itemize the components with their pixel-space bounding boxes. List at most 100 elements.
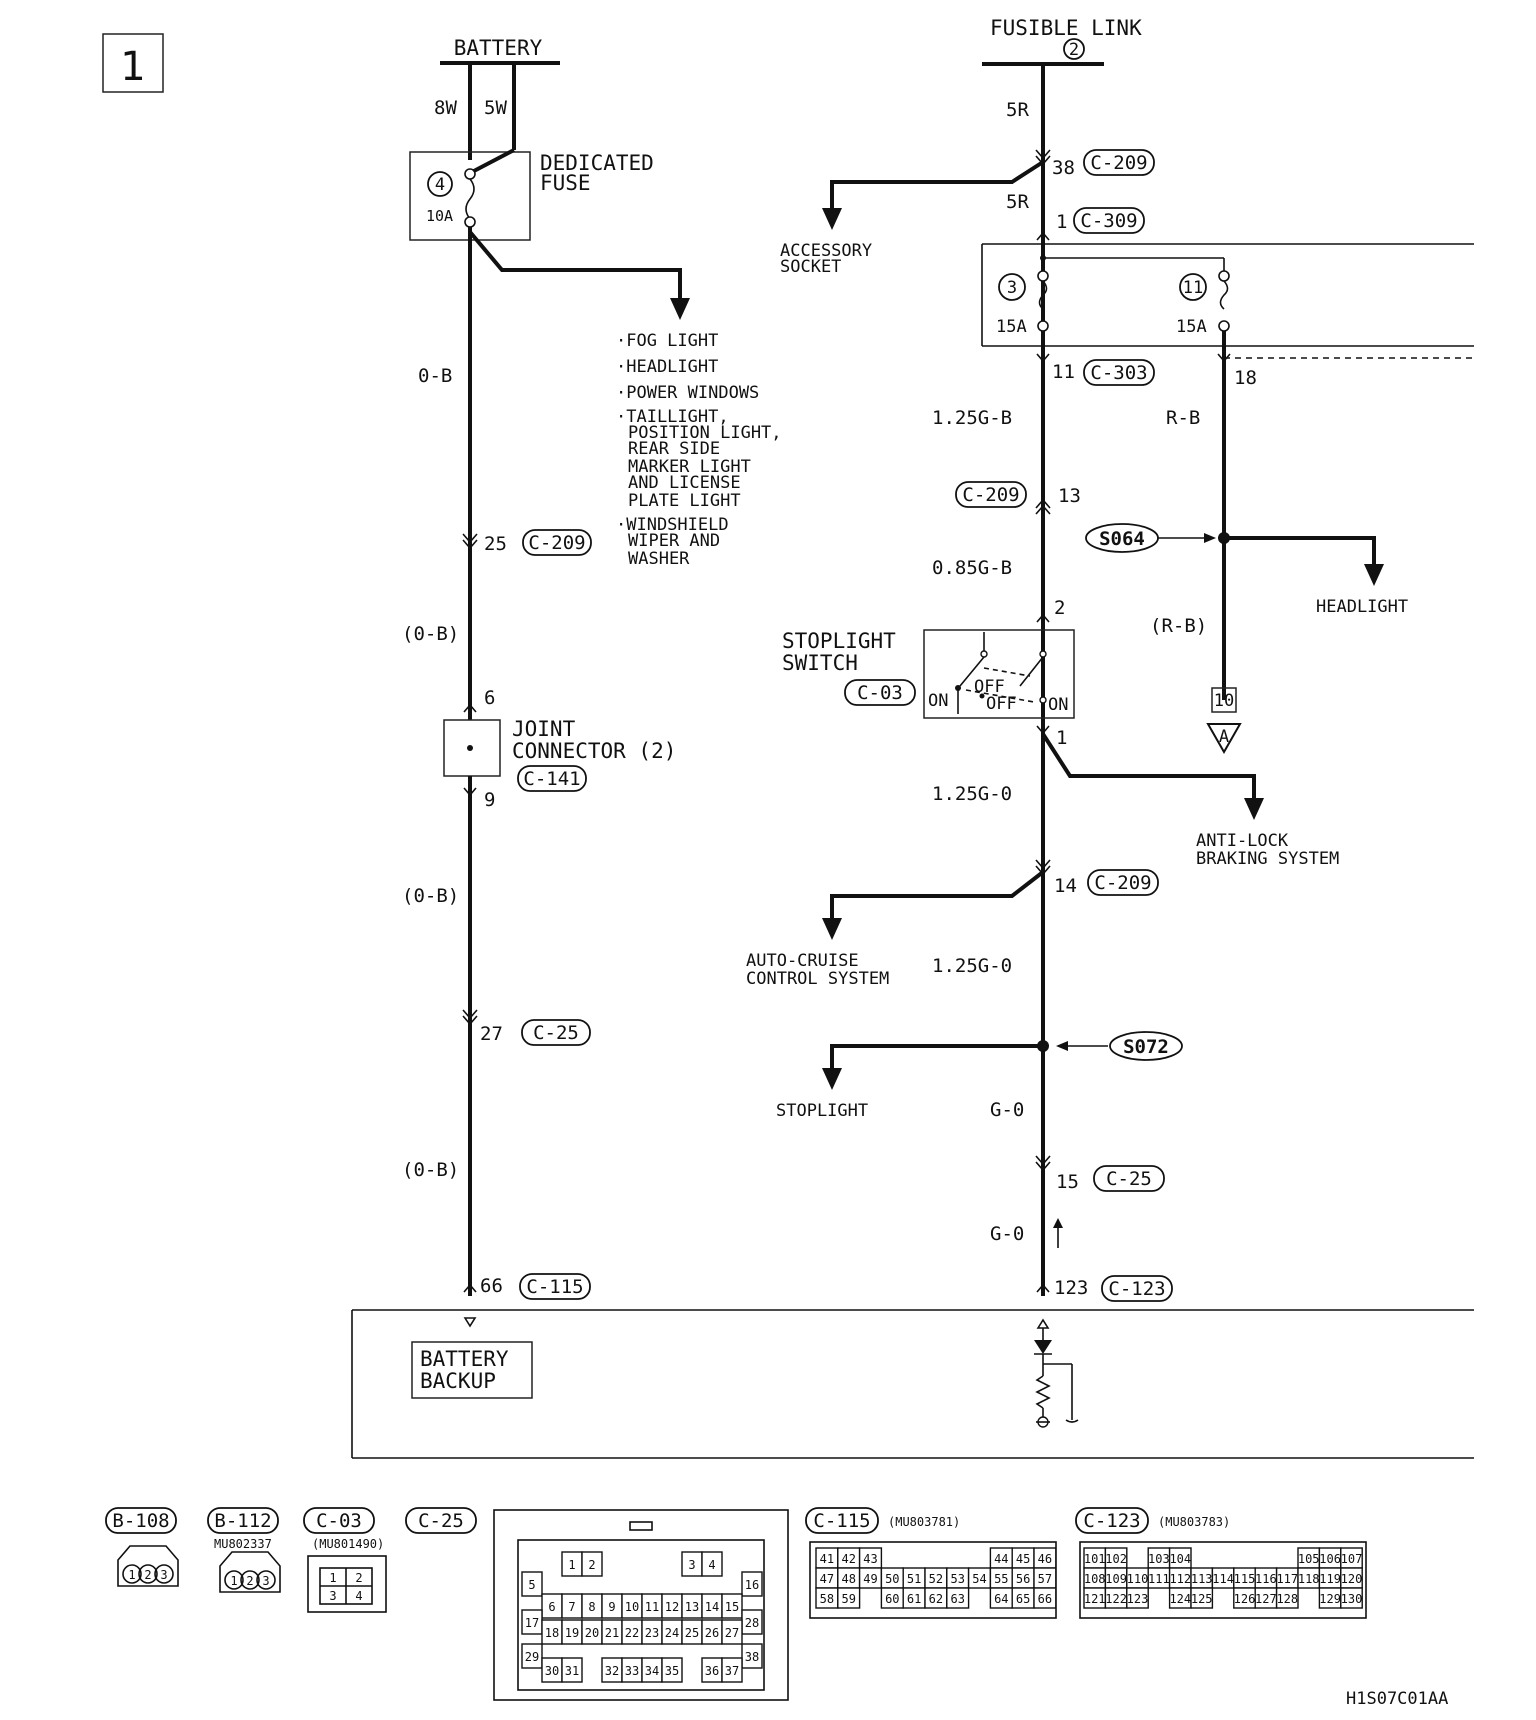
dest-windshield-2: WIPER AND: [628, 531, 720, 551]
battery-backup-label-1: BATTERY: [420, 1347, 509, 1371]
c115-pin-48: 48: [841, 1572, 855, 1586]
c123-pin-130-cell: [1340, 1587, 1363, 1609]
connector-c209-a: C-209: [1090, 152, 1147, 174]
pin-38: 38: [1052, 157, 1075, 179]
c115-pin-47: 47: [820, 1572, 834, 1586]
b112-pin-3: 3: [262, 1574, 269, 1588]
cruise-label-2: CONTROL SYSTEM: [746, 969, 889, 989]
c25-pin-37: 37: [725, 1664, 739, 1678]
c25-pin-17: 17: [525, 1616, 539, 1630]
c25-pin-34: 34: [645, 1664, 659, 1678]
c115-pin-57: 57: [1038, 1572, 1052, 1586]
connector-c25-center: C-25: [1106, 1168, 1152, 1190]
c115-pin-45: 45: [1016, 1552, 1030, 1566]
splice-s064: S064: [1099, 528, 1145, 550]
c123-pin-128-cell: [1275, 1587, 1299, 1609]
c123-pin-130: 130: [1341, 1592, 1363, 1606]
c25-pin-10: 10: [625, 1600, 639, 1614]
dest-taillight-6: PLATE LIGHT: [628, 491, 741, 511]
c123-pin-103: 103: [1148, 1552, 1170, 1566]
stoplight-destination: STOPLIGHT: [776, 1101, 868, 1121]
stoplight-switch-label-1: STOPLIGHT: [782, 629, 896, 653]
c115-pin-65: 65: [1016, 1592, 1030, 1606]
connector-c209-b: C-209: [962, 484, 1019, 506]
c123-pin-116: 116: [1255, 1572, 1277, 1586]
abs-label-2: BRAKING SYSTEM: [1196, 849, 1339, 869]
connector-view-b112: B-112 MU802337 1 2 3: [207, 1507, 281, 1593]
c123-pin-125-cell: [1190, 1587, 1214, 1609]
wire-rb-paren: (R-B): [1150, 615, 1207, 637]
switch-off-a: OFF: [974, 677, 1005, 697]
c123-pin-113: 113: [1191, 1572, 1213, 1586]
c25-pin-4-cell: [701, 1551, 723, 1577]
c03-pin-2: 2: [355, 1571, 362, 1585]
c25-pin-38-cell: [741, 1643, 763, 1669]
pin-10: 10: [1214, 691, 1234, 711]
c25-pin-31-cell: [561, 1657, 583, 1683]
c123-pin-127: 127: [1255, 1592, 1277, 1606]
c123-part-number: (MU803783): [1158, 1515, 1230, 1529]
c25-pin-20: 20: [585, 1626, 599, 1640]
c123-pin-123-cell: [1126, 1587, 1149, 1609]
wire-085gb: 0.85G-B: [932, 557, 1012, 579]
c115-pin-63-cell: [946, 1587, 970, 1609]
c123-pin-122: 122: [1105, 1592, 1127, 1606]
c115-pin-58: 58: [820, 1592, 834, 1606]
c123-pin-108: 108: [1084, 1572, 1106, 1586]
wire-0b-paren-3: (0-B): [402, 1159, 459, 1181]
c123-pin-129: 129: [1319, 1592, 1341, 1606]
off-page-reference-a: A: [1219, 727, 1229, 747]
c25-pin-28: 28: [745, 1616, 759, 1630]
c25-pin-24: 24: [665, 1626, 679, 1640]
wire-go-2: G-0: [990, 1223, 1024, 1245]
c115-pin-59-cell: [837, 1587, 861, 1609]
connector-c141: C-141: [523, 768, 580, 790]
input-circuit: [1034, 1318, 1079, 1428]
c25-pin-36: 36: [705, 1664, 719, 1678]
c03-pin-1: 1: [329, 1571, 336, 1585]
c25-pin-35-cell: [661, 1657, 683, 1683]
fuse-3-number: 3: [1007, 278, 1017, 298]
c25-pin-18: 18: [545, 1626, 559, 1640]
c25-pin-14: 14: [705, 1600, 719, 1614]
connector-label-c115: C-115: [813, 1510, 870, 1532]
fuse-4-amp: 10A: [426, 207, 453, 225]
fuse-4-destinations: ·FOG LIGHT ·HEADLIGHT ·POWER WINDOWS ·TA…: [616, 331, 782, 569]
c115-pin-46: 46: [1038, 1552, 1052, 1566]
c25-pin-31: 31: [565, 1664, 579, 1678]
battery-backup-label-2: BACKUP: [420, 1369, 496, 1393]
wire-125go-1: 1.25G-0: [932, 783, 1012, 805]
fuse-block: 3 15A 11 15A: [981, 243, 1474, 347]
pin-6: 6: [484, 687, 495, 709]
c115-pin-66-cell: [1033, 1587, 1057, 1609]
c123-pin-114: 114: [1212, 1572, 1234, 1586]
connector-label-b108: B-108: [112, 1510, 169, 1532]
connector-label-c03: C-03: [316, 1510, 362, 1532]
c25-pin-32: 32: [605, 1664, 619, 1678]
wire-125go-2: 1.25G-0: [932, 955, 1012, 977]
connector-view-c03: C-03 (MU801490) 1 2 3 4: [303, 1507, 387, 1613]
c25-pin-8: 8: [588, 1600, 595, 1614]
c25-pin-15-cell: [721, 1593, 743, 1619]
c03-pin-4: 4: [355, 1589, 362, 1603]
pin-11: 11: [1052, 361, 1075, 383]
fuse-11-amp: 15A: [1176, 317, 1207, 337]
pin-18: 18: [1234, 367, 1257, 389]
c25-pin-11: 11: [645, 1600, 659, 1614]
c123-pin-105: 105: [1298, 1552, 1320, 1566]
c25-pin-29-cell: [521, 1643, 543, 1669]
c25-pin-27: 27: [725, 1626, 739, 1640]
c115-pin-63: 63: [950, 1592, 964, 1606]
connector-c25-left: C-25: [533, 1022, 579, 1044]
switch-on-left: ON: [928, 691, 948, 711]
pin-123: 123: [1054, 1277, 1088, 1299]
accessory-label-1: ACCESSORY: [780, 241, 872, 261]
c123-pin-121: 121: [1084, 1592, 1106, 1606]
c123-pin-126: 126: [1234, 1592, 1256, 1606]
connector-c115-left: C-115: [526, 1276, 583, 1298]
b108-pin-1: 1: [128, 1568, 135, 1582]
c25-pin-1: 1: [568, 1558, 575, 1572]
c25-pin-21: 21: [605, 1626, 619, 1640]
stoplight-switch-label-2: SWITCH: [782, 651, 858, 675]
